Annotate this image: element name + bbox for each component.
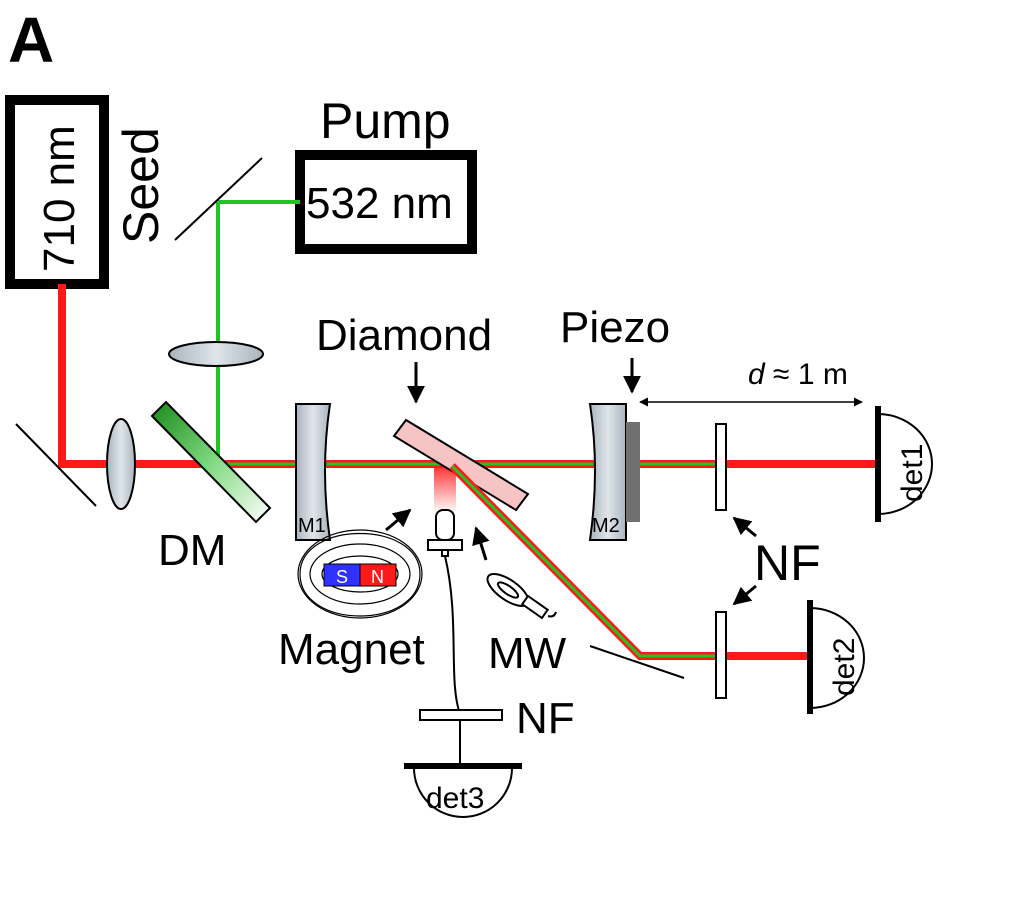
dm-label: DM: [158, 526, 226, 575]
field-lines: [297, 529, 423, 619]
nf-right-label: NF: [754, 535, 821, 591]
seed-laser-box: [5, 95, 109, 289]
mw-label: MW: [488, 629, 567, 678]
m1-label: M1: [298, 515, 326, 537]
seed-laser: 710 nm Seed: [5, 95, 169, 289]
m2-label: M2: [592, 515, 620, 537]
pump-beam: [216, 200, 300, 462]
reflected-beam: [449, 463, 810, 660]
optical-fiber: [444, 555, 461, 766]
microwave-antenna: [486, 572, 557, 620]
pump-lens: [168, 341, 264, 367]
seed-lens: [106, 418, 136, 510]
nf-bottom-label: NF: [516, 694, 575, 743]
pump-label: Pump: [320, 93, 451, 149]
distance-value: ≈ 1 m: [765, 358, 848, 391]
magnet-south-label: S: [336, 567, 348, 587]
piezo-label: Piezo: [560, 303, 670, 352]
lower-steering-mirror: [589, 645, 685, 679]
fluorescence-glow: [434, 466, 456, 510]
det2-label: det2: [828, 638, 861, 696]
det1-label: det1: [896, 444, 929, 502]
magnet-arrow: [385, 508, 412, 532]
seed-label: Seed: [113, 127, 169, 244]
dichroic-mirror: DM: [150, 400, 272, 575]
pump-steering-mirror: [174, 157, 263, 241]
pump-laser: Pump 532 nm: [295, 93, 477, 254]
detector-1: det1: [875, 406, 933, 522]
notch-filter-det2: [715, 611, 727, 699]
diamond-label: Diamond: [316, 311, 492, 360]
nf-arrow-up: [732, 516, 757, 538]
magnet-north: [359, 563, 397, 587]
pump-laser-box: [295, 150, 477, 254]
diamond-crystal: Diamond: [316, 311, 530, 512]
detector-2: det2: [807, 600, 865, 714]
cavity-mirror-m2: M2: [588, 403, 640, 541]
distance-symbol: d: [748, 358, 766, 391]
magnet-label: Magnet: [278, 625, 425, 674]
magnet: S N Magnet: [278, 529, 425, 674]
objective: [427, 509, 463, 557]
notch-filter-bottom: [419, 709, 503, 721]
pump-wavelength-label: 532 nm: [306, 179, 453, 228]
mw-arrow: [472, 526, 490, 561]
distance-label: d ≈ 1 m: [748, 358, 848, 391]
cavity-mirror-m1: M1: [295, 403, 332, 541]
seed-steering-mirror: [15, 423, 97, 507]
seed-wavelength-label: 710 nm: [35, 125, 84, 272]
magnet-north-label: N: [371, 567, 384, 587]
piezo-element: [626, 422, 640, 522]
panel-letter: A: [8, 4, 54, 76]
det3-label: det3: [426, 782, 484, 815]
nf-arrow-down: [732, 584, 757, 606]
notch-filter-det1: [715, 423, 727, 511]
detector-3: det3: [404, 763, 522, 818]
